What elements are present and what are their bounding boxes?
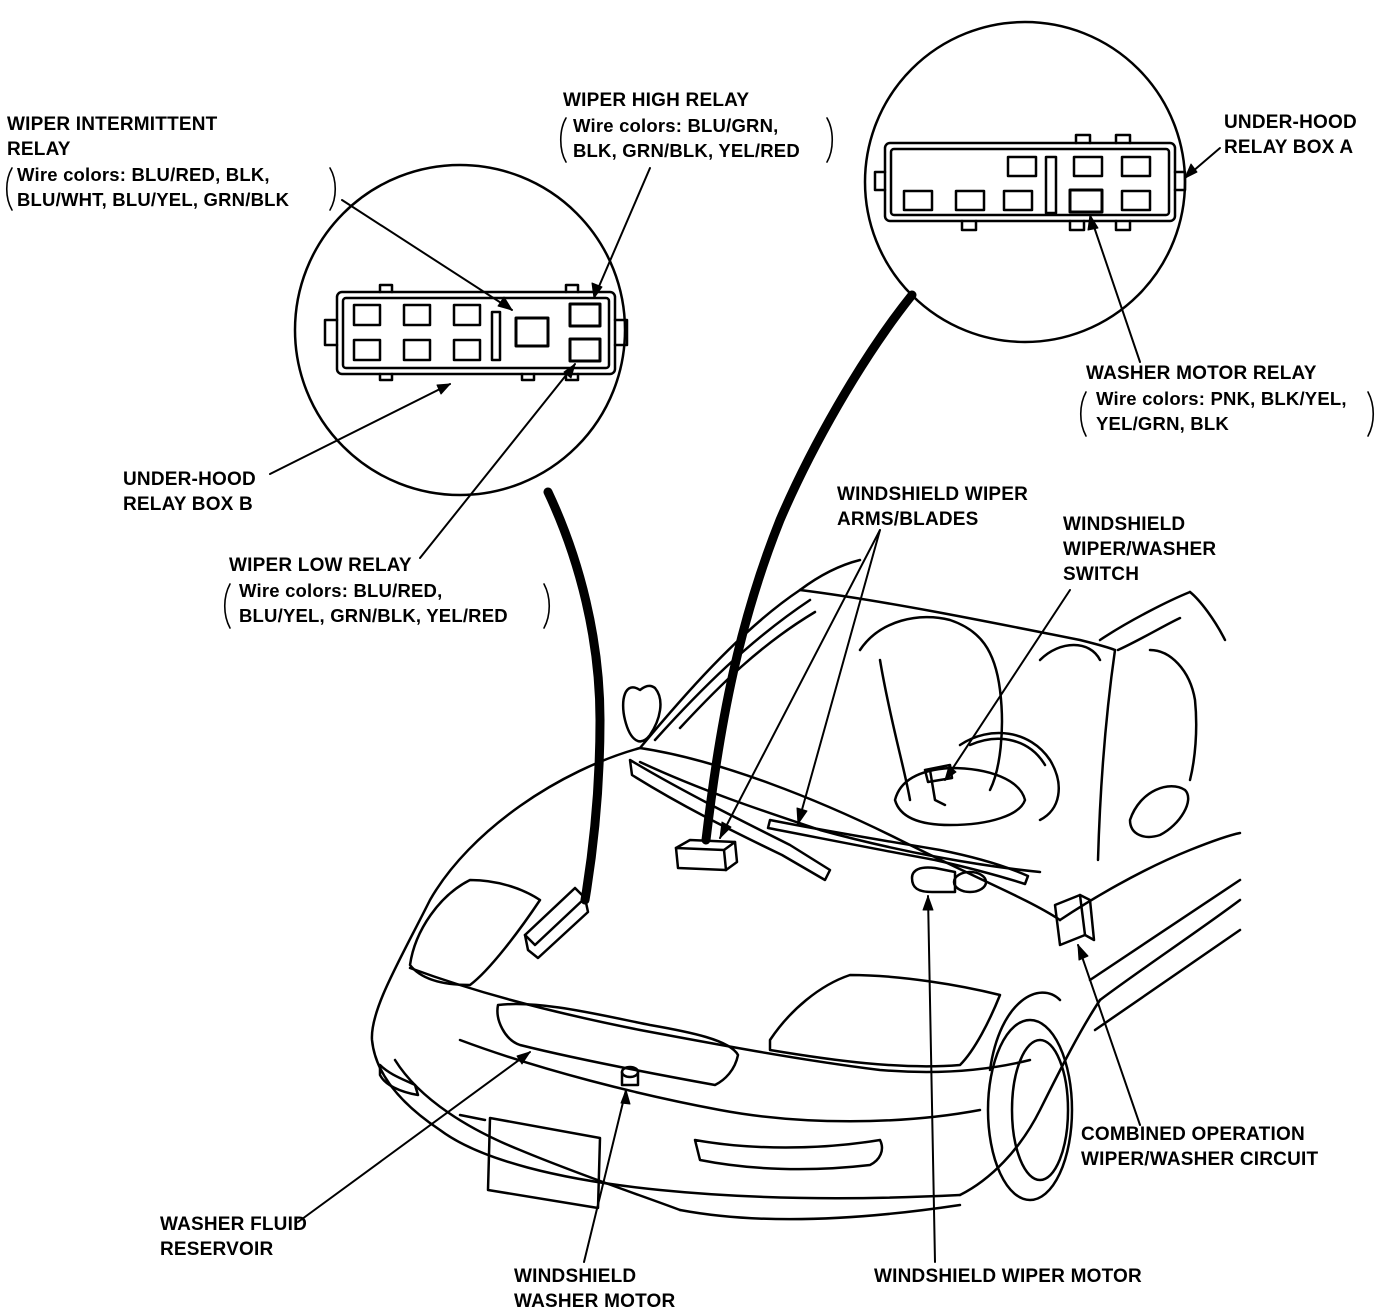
label-line: SWITCH [1063, 564, 1140, 585]
car-body [370, 558, 1242, 1221]
label-line: WASHER MOTOR RELAY [1086, 363, 1317, 384]
label-under-hood-relay-box-a: UNDER-HOOD RELAY BOX A [1224, 110, 1357, 160]
wire-color-brackets [5, 117, 1375, 629]
wire-colors-line: Wire colors: BLU/RED, BLK, [17, 164, 270, 185]
label-line: RESERVOIR [160, 1239, 274, 1260]
label-line: WASHER FLUID [160, 1214, 308, 1235]
wire-colors-line: BLU/WHT, BLU/YEL, GRN/BLK [17, 189, 290, 210]
label-windshield-wiper-motor: WINDSHIELD WIPER MOTOR [874, 1264, 1142, 1289]
label-combined-operation-circuit: COMBINED OPERATION WIPER/WASHER CIRCUIT [1081, 1122, 1318, 1172]
label-line: WIPER LOW RELAY [229, 555, 412, 576]
relay-box-b-on-car [523, 886, 590, 960]
label-line: WIPER/WASHER CIRCUIT [1081, 1149, 1319, 1170]
label-wiper-intermittent-relay: WIPER INTERMITTENT RELAY Wire colors: BL… [7, 112, 289, 212]
label-line: UNDER-HOOD [123, 469, 256, 490]
label-line: WASHER MOTOR [514, 1291, 676, 1312]
label-line: COMBINED OPERATION [1081, 1124, 1305, 1145]
label-line: RELAY BOX A [1224, 137, 1354, 158]
label-washer-motor-relay: WASHER MOTOR RELAY Wire colors: PNK, BLK… [1086, 361, 1347, 436]
label-windshield-washer-motor: WINDSHIELD WASHER MOTOR [514, 1264, 675, 1314]
label-wiper-low-relay: WIPER LOW RELAY Wire colors: BLU/RED, BL… [229, 553, 508, 628]
label-line: WIPER/WASHER [1063, 539, 1217, 560]
label-line: RELAY [7, 139, 71, 160]
wiper-blade-left [628, 758, 832, 882]
label-line: UNDER-HOOD [1224, 112, 1357, 133]
wiper-blade-right [766, 818, 1030, 886]
label-washer-fluid-reservoir: WASHER FLUID RESERVOIR [160, 1212, 307, 1262]
label-under-hood-relay-box-b: UNDER-HOOD RELAY BOX B [123, 467, 256, 517]
wire-colors-line: Wire colors: BLU/GRN, [573, 115, 779, 136]
washer-motor-part [620, 1065, 640, 1087]
relay-box-a-magnifier [701, 20, 1187, 845]
label-line: WINDSHIELD [1063, 514, 1186, 535]
label-windshield-wiper-arms-blades: WINDSHIELD WIPER ARMS/BLADES [837, 482, 1028, 532]
wiper-motor-part [910, 866, 988, 894]
leader-lines [269, 147, 1221, 1263]
label-windshield-wiper-washer-switch: WINDSHIELD WIPER/WASHER SWITCH [1063, 512, 1216, 587]
wire-colors-line: BLK, GRN/BLK, YEL/RED [573, 140, 800, 161]
label-line: WINDSHIELD WIPER MOTOR [874, 1266, 1142, 1287]
combined-circuit-module [1053, 893, 1096, 947]
wire-colors-line: Wire colors: BLU/RED, [239, 580, 443, 601]
label-line: WINDSHIELD WIPER [837, 484, 1029, 505]
wire-colors-line: Wire colors: PNK, BLK/YEL, [1096, 388, 1347, 409]
relay-box-b-magnifier [293, 163, 629, 905]
wire-colors-line: YEL/GRN, BLK [1096, 413, 1229, 434]
label-line: ARMS/BLADES [837, 509, 979, 530]
label-line: WINDSHIELD [514, 1266, 637, 1287]
arrowheads [436, 163, 1198, 1105]
label-line: RELAY BOX B [123, 494, 253, 515]
label-line: WIPER INTERMITTENT [7, 114, 218, 135]
label-wiper-high-relay: WIPER HIGH RELAY Wire colors: BLU/GRN, B… [563, 88, 800, 163]
wiper-switch-part [923, 763, 954, 784]
wire-colors-line: BLU/YEL, GRN/BLK, YEL/RED [239, 605, 508, 626]
label-line: WIPER HIGH RELAY [563, 90, 750, 111]
relay-box-a-on-car [674, 838, 739, 872]
